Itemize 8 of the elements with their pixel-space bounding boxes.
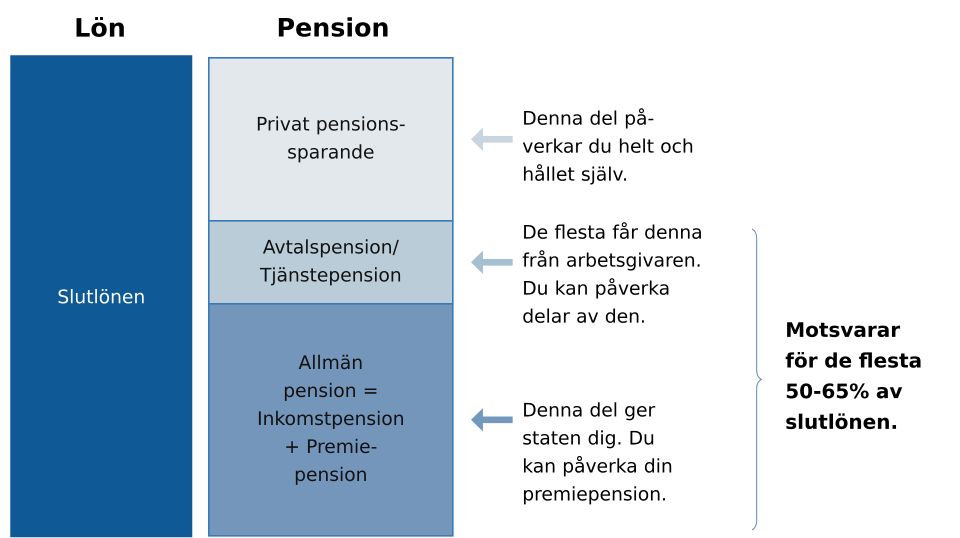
pension-box: Allmän pension = Inkomstpension + Premie- pension <box>208 303 454 537</box>
note-text: Denna del på- verkar du helt och hållet själv. <box>522 108 692 185</box>
pension-box: Privat pensions- sparande <box>208 57 454 222</box>
salary-bar: Slutlönen <box>10 55 192 538</box>
note-text: Denna del ger staten dig. Du kan påverka din premiepension. <box>523 402 672 504</box>
note-text: De flesta får denna från arbetsgivaren. Du kan påverka delar av den. <box>522 222 701 323</box>
summary-text: Motsvarar för de flesta 50-65% av slutlönen. <box>786 322 921 430</box>
pension-box: Avtalspension/ Tjänstepension <box>208 220 454 305</box>
